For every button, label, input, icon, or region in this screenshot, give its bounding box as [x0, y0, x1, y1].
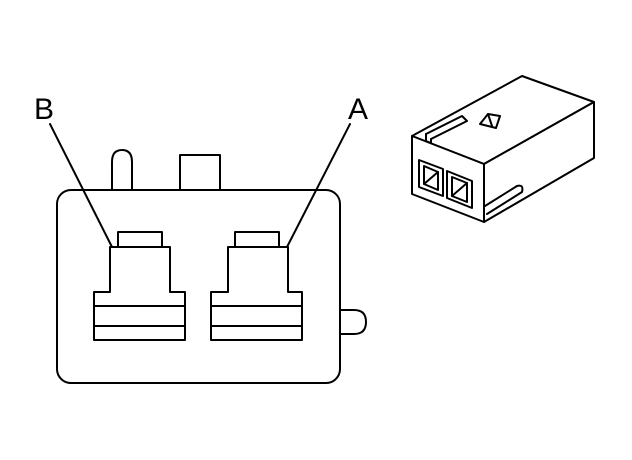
key-bump: [340, 309, 367, 335]
terminal-cavity-b: [93, 231, 186, 341]
iso-side-rail: [484, 184, 524, 215]
connector-isometric-view: [411, 75, 595, 223]
pin-label-b: B: [34, 93, 54, 126]
iso-cavity-left: [418, 159, 444, 197]
leader-line-b: [49, 123, 113, 248]
housing-body: [56, 189, 341, 384]
terminal-cavity-a: [210, 231, 303, 341]
leader-line-a: [286, 123, 351, 248]
connector-face-view: B A: [34, 93, 368, 384]
lock-tab: [179, 154, 221, 191]
iso-latch-rail: [425, 115, 468, 140]
pin-label-a: A: [348, 93, 368, 126]
latch-bump: [111, 149, 133, 190]
iso-cavity-right: [446, 170, 473, 209]
